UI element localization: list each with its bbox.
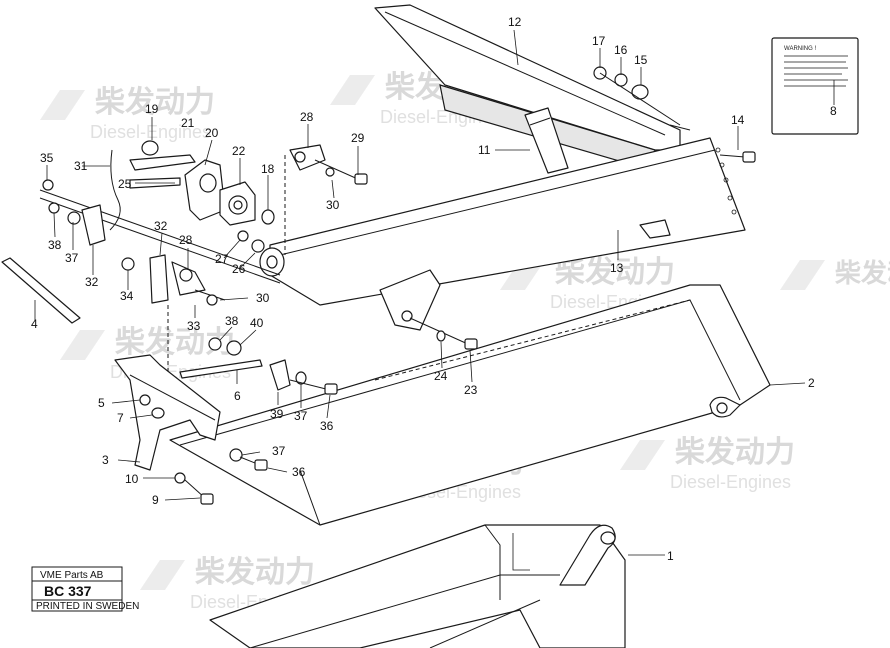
callout-27: 27 <box>215 252 229 266</box>
callout-24: 24 <box>434 369 448 383</box>
callout-31: 31 <box>74 159 88 173</box>
pad-part-11 <box>524 107 569 174</box>
callout-17: 17 <box>592 34 606 48</box>
callout-37-low: 37 <box>272 444 286 458</box>
watermark-cn: 柴发动力 <box>555 255 675 290</box>
title-block-company: VME Parts AB <box>40 570 104 581</box>
watermark-cn: 柴发动力 <box>195 555 315 590</box>
linkage-group-middle <box>167 305 338 395</box>
callout-labels: 1 2 3 4 5 6 7 8 9 10 11 12 13 14 15 16 1… <box>31 15 837 563</box>
beam-part-13 <box>259 137 746 331</box>
watermark-logo-icon <box>620 440 665 470</box>
strip-part-4 <box>1 257 81 324</box>
callout-14: 14 <box>731 113 745 127</box>
bolt-group-28-30 <box>284 144 368 255</box>
watermark-logo-icon <box>60 330 105 360</box>
callout-6: 6 <box>234 389 241 403</box>
callout-12: 12 <box>508 15 522 29</box>
callout-23: 23 <box>464 383 478 397</box>
title-block: VME Parts AB BC 337 PRINTED IN SWEDEN <box>31 566 139 612</box>
watermark-1: 柴发动力 Diesel-Engines <box>40 85 215 142</box>
watermark-logo-icon <box>780 260 825 290</box>
bolt-23-24 <box>409 317 478 350</box>
callout-2: 2 <box>808 376 815 390</box>
watermark-logo-icon <box>40 90 85 120</box>
title-block-frame <box>31 566 123 612</box>
callout-5: 5 <box>98 396 105 410</box>
callout-10: 10 <box>125 472 139 486</box>
callout-37-mid: 37 <box>294 409 308 423</box>
callout-16: 16 <box>614 43 628 57</box>
arm-group-lower <box>114 354 268 505</box>
warning-label-part-8: WARNING ! <box>771 37 859 135</box>
callout-34: 34 <box>120 289 134 303</box>
callout-37-left: 37 <box>65 251 79 265</box>
callout-38-mid: 38 <box>225 314 239 328</box>
warning-title: WARNING ! <box>784 46 816 52</box>
fasteners-14-17 <box>593 66 756 163</box>
callout-36-right: 36 <box>320 419 334 433</box>
title-block-printed: PRINTED IN SWEDEN <box>36 601 139 612</box>
callout-40: 40 <box>250 316 264 330</box>
callout-33: 33 <box>187 319 201 333</box>
callout-26: 26 <box>232 262 246 276</box>
callout-22: 22 <box>232 144 246 158</box>
beam-holes <box>715 147 737 215</box>
callout-38-left: 38 <box>48 238 62 252</box>
callout-32-mid: 32 <box>154 219 168 233</box>
callout-11: 11 <box>478 143 491 157</box>
watermark-en: Diesel-Engines <box>90 122 211 142</box>
leader-lines <box>34 29 835 556</box>
callout-8: 8 <box>830 104 837 118</box>
watermark-logo-icon <box>140 560 185 590</box>
callout-28-top: 28 <box>300 110 314 124</box>
callout-9: 9 <box>152 493 159 507</box>
callout-35: 35 <box>40 151 54 165</box>
callout-18: 18 <box>261 162 275 176</box>
callout-32-left: 32 <box>85 275 99 289</box>
callout-30-mid: 30 <box>256 291 270 305</box>
bracket-group-left <box>129 140 275 253</box>
callout-20: 20 <box>205 126 219 140</box>
callout-4: 4 <box>31 317 38 331</box>
title-block-code: BC 337 <box>44 583 92 599</box>
watermark-logo-icon <box>330 75 375 105</box>
callout-3: 3 <box>102 453 109 467</box>
watermark-cn: 柴发动力 <box>675 435 795 470</box>
callout-30-top: 30 <box>326 198 340 212</box>
callout-36-low: 36 <box>292 465 306 479</box>
frame-part-1 <box>209 524 626 648</box>
callout-21: 21 <box>181 116 195 130</box>
watermark-en: Diesel-Engines <box>670 472 791 492</box>
watermark-8: 柴发动力 <box>780 258 890 290</box>
callout-28-mid: 28 <box>179 233 193 247</box>
watermark-cn: 柴发动力 <box>95 85 215 120</box>
callout-19: 19 <box>145 102 159 116</box>
shaft-and-cable <box>39 149 281 306</box>
callout-13: 13 <box>610 261 624 275</box>
callout-1: 1 <box>667 549 674 563</box>
callout-39: 39 <box>270 407 284 421</box>
callout-15: 15 <box>634 53 648 67</box>
callout-25: 25 <box>118 177 132 191</box>
callout-29: 29 <box>351 131 365 145</box>
watermark-cn: 柴发动力 <box>834 258 890 289</box>
callout-7: 7 <box>117 411 124 425</box>
watermark-6: 柴发动力 Diesel-Engines <box>620 435 795 492</box>
